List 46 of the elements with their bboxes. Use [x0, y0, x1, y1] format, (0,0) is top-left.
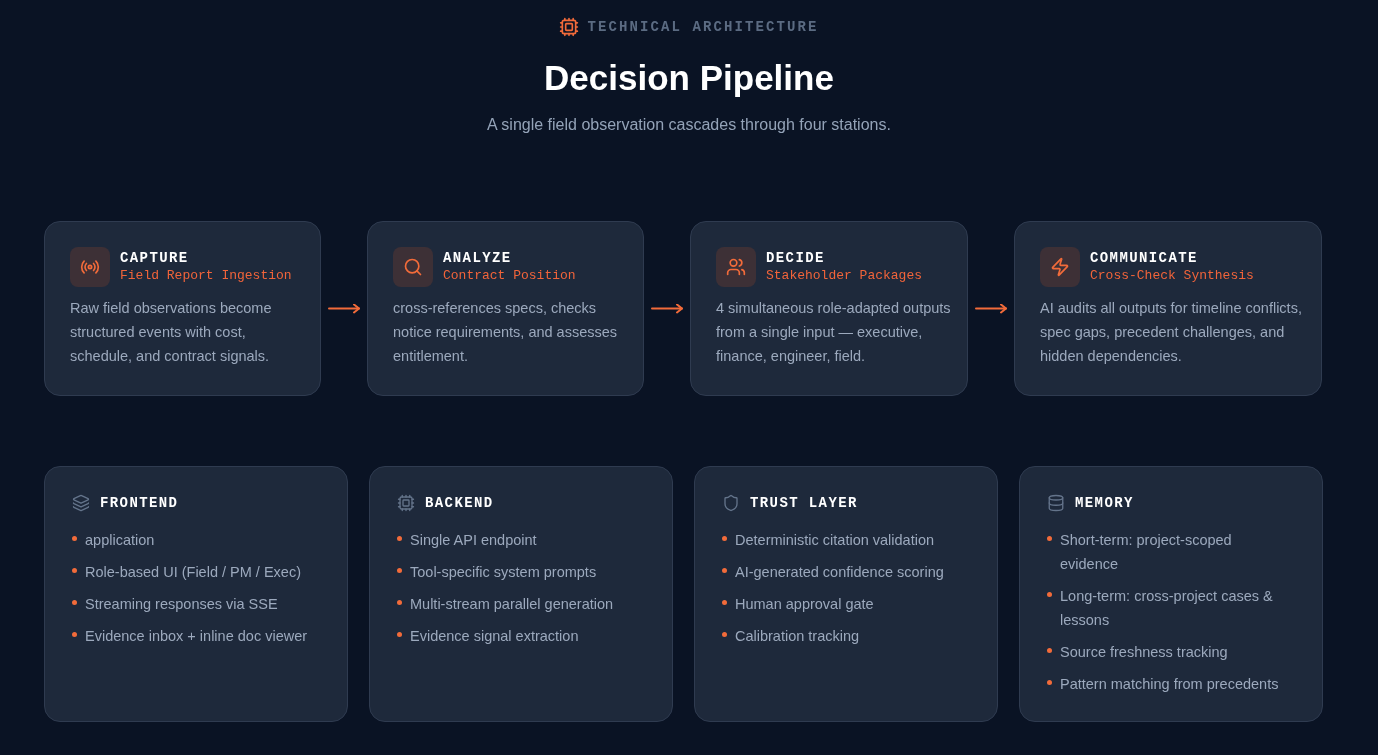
card-description: cross-references specs, checks notice requirements, and assesses entitlement.	[393, 299, 619, 366]
bullet-text: Streaming responses via SSE	[85, 595, 278, 614]
card-subheading: Field Report Ingestion	[120, 267, 292, 285]
stage-card	[44, 221, 321, 396]
card-heading: CAPTURE	[120, 249, 190, 267]
bullet-text: Multi-stream parallel generation	[410, 595, 614, 614]
card-heading: TRUST LAYER	[750, 494, 858, 513]
card-heading: COMMUNICATE	[1090, 249, 1199, 267]
bullet-text: AI-generated confidence scoring	[735, 563, 944, 582]
arrow	[328, 303, 360, 314]
arrow	[651, 303, 683, 314]
bullet-text: Evidence signal extraction	[410, 627, 579, 646]
title: Decision Pipeline	[544, 57, 834, 99]
component-card	[369, 466, 673, 722]
bullet-text: application	[85, 531, 155, 550]
stage-card	[1014, 221, 1322, 396]
card-subheading: Cross-Check Synthesis	[1090, 267, 1254, 285]
card-heading: MEMORY	[1075, 494, 1134, 513]
bullet-text: Calibration tracking	[735, 627, 860, 646]
card-heading: FRONTEND	[100, 494, 179, 513]
card-heading: BACKEND	[425, 494, 494, 513]
card-heading: ANALYZE	[443, 249, 513, 267]
bullet-text: Tool-specific system prompts	[410, 563, 597, 582]
component-card	[1019, 466, 1323, 722]
bullet-text: Long-term: cross-project cases & lessons	[1060, 587, 1274, 630]
arrow	[975, 303, 1007, 314]
component-card	[44, 466, 348, 722]
bullet-text: Evidence inbox + inline doc viewer	[85, 627, 308, 646]
bullet-text: Short-term: project-scoped evidence	[1060, 531, 1233, 574]
eyebrow-label: TECHNICAL ARCHITECTURE	[587, 17, 819, 37]
component-card	[694, 466, 998, 722]
card-subheading: Contract Position	[443, 267, 576, 285]
card-description: AI audits all outputs for timeline conflicts, spec gaps, precedent challenges, and hidden dependencies.	[1040, 299, 1303, 366]
card-subheading: Stakeholder Packages	[766, 267, 923, 285]
bullet-text: Single API endpoint	[410, 531, 537, 550]
bullet-text: Human approval gate	[735, 595, 874, 614]
bullet-text: Role-based UI (Field / PM / Exec)	[85, 563, 301, 582]
card-description: Raw field observations become structured events with cost, schedule, and contract signals.	[70, 299, 273, 366]
bullet-text: Deterministic citation validation	[735, 531, 935, 550]
card-description: 4 simultaneous role-adapted outputs from a single input — executive, finance, engineer, field.	[716, 299, 952, 366]
stage-card	[367, 221, 644, 396]
subtitle: A single field observation cascades through four stations.	[486, 115, 892, 135]
card-heading: DECIDE	[766, 249, 826, 267]
bullet-text: Source freshness tracking	[1060, 643, 1228, 662]
bullet-text: Pattern matching from precedents	[1060, 675, 1279, 694]
stage-card	[690, 221, 968, 396]
